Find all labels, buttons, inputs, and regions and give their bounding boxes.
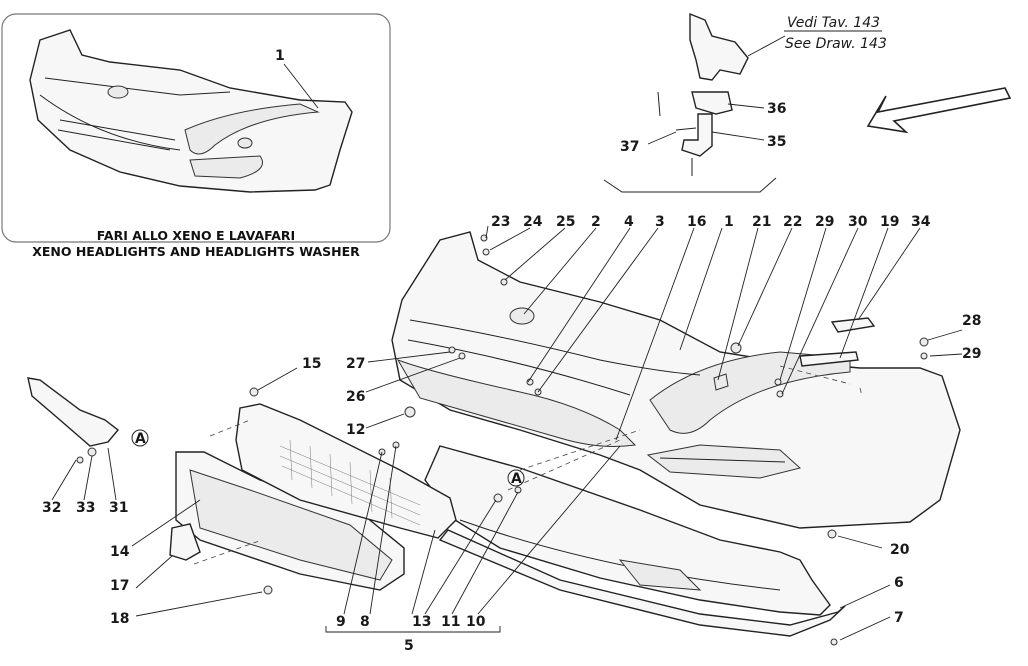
callout-29-right: 29 [962, 346, 981, 362]
callout-32: 32 [42, 500, 61, 516]
callout-25: 25 [556, 214, 575, 230]
callout-34: 34 [911, 214, 931, 230]
inset-caption-italian: FARI ALLO XENO E LAVAFARI [97, 228, 295, 243]
callout-22: 22 [783, 214, 802, 230]
callout-16: 16 [687, 214, 706, 230]
callout-35: 35 [767, 134, 786, 150]
callout-21: 21 [752, 214, 771, 230]
callout-19: 19 [880, 214, 899, 230]
callout-10: 10 [466, 614, 486, 630]
bracket-36 [691, 91, 733, 115]
callout-12: 12 [346, 422, 365, 438]
callout-14: 14 [110, 544, 130, 560]
inset-bumper-shape [29, 29, 353, 193]
bracket-see-draw-143 [689, 12, 749, 81]
main-bumper-assembly: A A [27, 231, 961, 646]
callout-27: 27 [346, 356, 365, 372]
callout-7: 7 [894, 610, 904, 626]
callout-5: 5 [404, 638, 414, 654]
callout-36: 36 [767, 101, 786, 117]
marker-a-left-label: A [135, 431, 146, 447]
leader-lines [51, 225, 963, 641]
marker-a-left [131, 429, 149, 447]
upper-bracket-assembly: Vedi Tav. 143 See Draw. 143 [603, 12, 887, 193]
callout-8: 8 [360, 614, 370, 630]
callout-31: 31 [109, 500, 128, 516]
bracket-35 [681, 113, 713, 157]
callout-37: 37 [620, 139, 639, 155]
callout-6: 6 [894, 575, 904, 591]
callout-17: 17 [110, 578, 129, 594]
bracket-19 [799, 351, 859, 367]
side-bracket-31 [27, 377, 120, 447]
under-tray [424, 445, 831, 616]
clip-17 [169, 523, 201, 561]
front-bumper-cover [391, 231, 961, 529]
direction-arrow [866, 87, 1012, 134]
inset-callout-1: 1 [275, 48, 285, 64]
marker-a-center [507, 469, 525, 487]
callout-28: 28 [962, 313, 981, 329]
callout-1: 1 [724, 214, 734, 230]
callout-13: 13 [412, 614, 431, 630]
callout-18: 18 [110, 611, 129, 627]
inset-caption-english: XENO HEADLIGHTS AND HEADLIGHTS WASHER [32, 244, 360, 259]
callout-33: 33 [76, 500, 95, 516]
badge-emblem-2 [509, 307, 535, 325]
bracket-34 [830, 317, 876, 333]
reference-note-italian: Vedi Tav. 143 [787, 15, 880, 31]
callout-11: 11 [441, 614, 460, 630]
reference-note-english: See Draw. 143 [785, 36, 887, 52]
callout-9: 9 [336, 614, 346, 630]
callout-23: 23 [491, 214, 510, 230]
callout-3: 3 [655, 214, 665, 230]
marker-a-center-label: A [511, 471, 522, 487]
callout-2: 2 [591, 214, 601, 230]
callout-26: 26 [346, 389, 365, 405]
lower-spoiler-6 [438, 529, 846, 637]
callout-labels: 36 35 37 23 24 25 2 4 3 16 1 21 22 29 30… [42, 101, 981, 654]
callout-30: 30 [848, 214, 868, 230]
mesh-pattern [279, 439, 421, 526]
callout-24: 24 [523, 214, 543, 230]
grille-mesh [235, 403, 457, 539]
callout-4: 4 [624, 214, 634, 230]
callout-15: 15 [302, 356, 321, 372]
callout-29-top: 29 [815, 214, 834, 230]
callout-20: 20 [890, 542, 910, 558]
inset-xeno-headlights-view: 1 FARI ALLO XENO E LAVAFARI XENO HEADLIG… [1, 13, 391, 259]
